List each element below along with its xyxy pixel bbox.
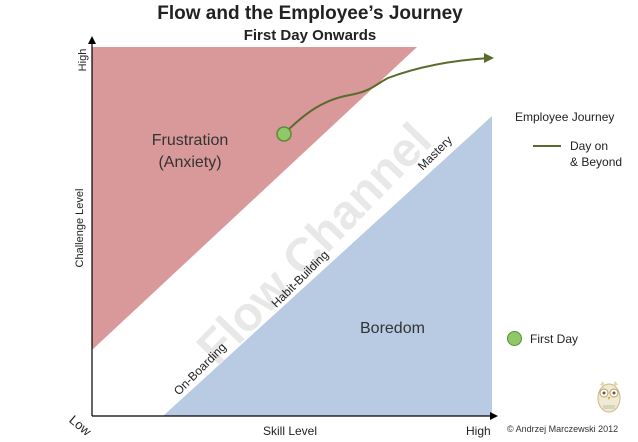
legend-dot-swatch [507,331,522,346]
frustration-label-line2: (Anxiety) [158,154,222,171]
legend-line-entry-line2: & Beyond [570,155,623,169]
x-axis-high-label: High [466,424,491,438]
first-day-dot [276,126,292,142]
frustration-label-line1: Frustration [151,132,229,149]
y-axis-high-label: High [77,48,89,72]
chart-title: Flow and the Employee’s Journey [157,3,463,24]
chart-subtitle: First Day Onwards [243,27,377,44]
boredom-region [163,116,492,416]
x-axis-label: Skill Level [262,424,318,438]
owl-logo-icon [597,381,621,413]
journey-line [283,57,491,135]
boredom-label: Boredom [360,320,425,337]
legend-line-entry-line1: Day on [570,139,609,153]
y-axis-arrow [88,36,96,44]
copyright-text: © Andrzej Marczewski 2012 [507,424,619,434]
legend-line-swatch [533,145,561,147]
frustration-region [92,47,417,350]
x-axis-arrow [490,412,498,420]
legend-dot-entry: First Day [530,332,578,346]
legend-title: Employee Journey [515,110,615,124]
legend-line-entry: Day on & Beyond [570,138,630,170]
frustration-label: Frustration (Anxiety) [140,130,240,174]
y-axis-label: Challenge Level [74,188,86,268]
journey-arrow [484,53,494,63]
